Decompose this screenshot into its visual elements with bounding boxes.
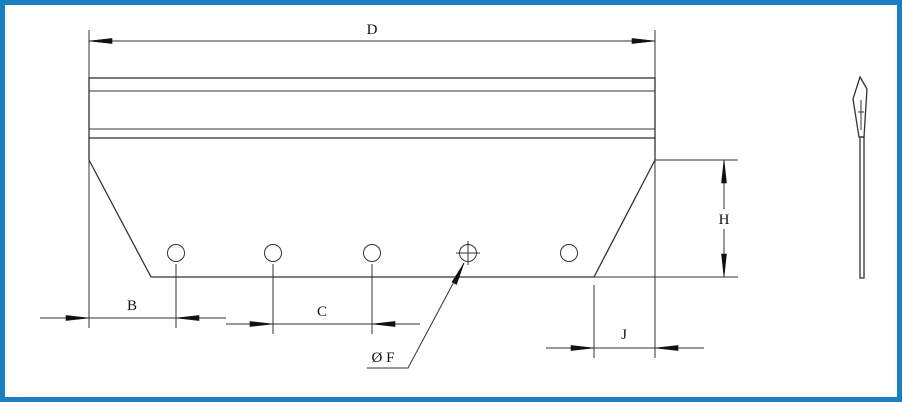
dimension-d-label: D [367, 22, 378, 38]
blade-top-bar [88, 77, 656, 139]
hole-4-marked [456, 241, 480, 265]
dimension-j-label: J [621, 327, 627, 343]
blade-side-profile [852, 75, 868, 279]
hole-1 [167, 244, 185, 262]
blade-front-view [88, 77, 656, 278]
dimension-c-label: C [317, 304, 327, 320]
dimension-b: B [40, 160, 226, 328]
dimension-b-label: B [127, 298, 137, 314]
hole-5 [560, 244, 578, 262]
dimension-h-label: H [719, 212, 730, 228]
dimension-h: H [594, 159, 738, 278]
dimension-j: J [546, 160, 704, 358]
profile-head [852, 75, 868, 138]
dimension-f-leader: Ø F [367, 262, 465, 369]
hole-3 [363, 244, 381, 262]
profile-shank [859, 136, 865, 279]
hole-2 [264, 244, 282, 262]
mounting-holes [167, 241, 578, 265]
blade-body-outline [88, 138, 656, 278]
dimension-d: D [88, 22, 656, 78]
dimension-c: C [226, 264, 420, 334]
dimension-f-label: Ø F [372, 350, 395, 366]
